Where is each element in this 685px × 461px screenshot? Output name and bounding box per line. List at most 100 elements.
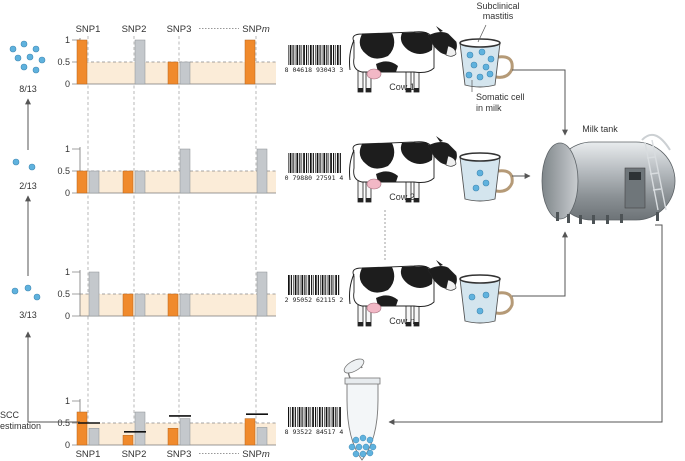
barcode-bar xyxy=(306,45,308,65)
barcode-number: 0 79880 27591 4 xyxy=(285,174,344,182)
fraction-label: 2/13 xyxy=(19,181,37,191)
barcode-bar xyxy=(289,153,292,173)
cow-udder xyxy=(366,68,382,80)
cow-hoof xyxy=(358,198,363,202)
barcode-bar xyxy=(323,45,326,65)
barcode-bar xyxy=(306,275,308,295)
barcode-bar xyxy=(338,275,340,295)
barcode-bar xyxy=(326,45,328,65)
barcode-bar xyxy=(316,45,319,65)
snp-label: SNP3 xyxy=(167,449,192,460)
barcode-bar xyxy=(297,407,298,427)
barcode-number: 2 95052 62115 2 xyxy=(285,296,344,304)
barcode-bar xyxy=(308,45,309,65)
barcode-bar xyxy=(303,153,305,173)
somatic-cell xyxy=(487,55,495,63)
cow-spot xyxy=(359,267,395,293)
y-tick-label: 0 xyxy=(65,188,70,198)
cow-hoof xyxy=(414,88,419,92)
barcode-bar xyxy=(317,407,318,427)
barcode-bar xyxy=(294,45,296,65)
snp-label: SNP1 xyxy=(76,449,101,460)
snp-panel: 10.50 xyxy=(57,267,276,321)
bucket-rim xyxy=(459,152,501,162)
barcode-bar xyxy=(328,153,330,173)
barcode-bar xyxy=(328,45,330,65)
snp-panel: 10.50 xyxy=(57,35,276,89)
somatic-cell xyxy=(466,51,474,59)
cow-spot xyxy=(376,61,398,72)
milk-bucket xyxy=(459,152,514,202)
somatic-cell xyxy=(465,71,473,79)
barcode-bar xyxy=(301,407,303,427)
sample-tube xyxy=(343,358,381,461)
barcode-bar xyxy=(339,407,341,427)
bar-orange xyxy=(244,39,256,85)
cow-ear xyxy=(436,136,443,142)
snp-label: SNP1 xyxy=(76,24,101,35)
barcode-bar xyxy=(333,275,335,295)
bar-grey xyxy=(256,427,268,446)
barcode: 2 95052 62115 2 xyxy=(285,275,344,304)
cow-hoof xyxy=(406,88,411,92)
barcode-bar xyxy=(335,275,337,295)
milk-bucket xyxy=(459,274,514,324)
barcode-bar xyxy=(288,407,290,427)
barcode-bar xyxy=(330,45,332,65)
barcode-bar xyxy=(309,153,312,173)
somatic-cell xyxy=(470,61,478,69)
cow-muzzle xyxy=(445,45,457,57)
barcode-bar xyxy=(308,153,309,173)
somatic-cell xyxy=(476,169,484,177)
y-tick-label: 1 xyxy=(65,267,70,277)
snp-header-bottom: SNP1 SNP2 SNP3 SNPm xyxy=(76,449,270,460)
bucket1-to-tank-arrow xyxy=(512,69,568,136)
cow-muzzle xyxy=(445,279,457,291)
barcode-bar xyxy=(321,45,323,65)
barcode-bar xyxy=(292,45,294,65)
cow-udder xyxy=(366,178,382,190)
bar-grey xyxy=(88,428,100,446)
bar-orange xyxy=(122,170,134,194)
bucket-handle xyxy=(495,291,514,315)
bar-grey xyxy=(134,411,146,446)
bar-orange xyxy=(76,39,88,85)
barcode-bar xyxy=(336,153,339,173)
barcode-bar xyxy=(308,275,310,295)
barcode-bar xyxy=(321,407,323,427)
barcode-bar xyxy=(332,407,335,427)
somatic-cell xyxy=(472,184,480,192)
cow-muzzle xyxy=(445,155,457,167)
cow-tail xyxy=(349,39,355,71)
milk-bucket xyxy=(459,38,514,88)
barcode-bar xyxy=(321,153,323,173)
barcode-bar xyxy=(293,275,294,295)
cow-ear xyxy=(436,26,443,32)
barcode-bar xyxy=(336,45,339,65)
barcode-bar xyxy=(288,45,289,65)
fraction-label: 3/13 xyxy=(19,310,37,320)
barcode-bar xyxy=(309,45,312,65)
snp-guides xyxy=(87,36,257,445)
bar-orange xyxy=(167,61,179,85)
cow-spot xyxy=(400,142,433,164)
y-tick-label: 0 xyxy=(65,311,70,321)
cow-label: Cow 1 xyxy=(389,82,415,92)
cell-cluster-8 xyxy=(9,40,46,74)
barcode-bar xyxy=(328,407,330,427)
barcode-bar xyxy=(296,45,299,65)
barcode-bar xyxy=(312,45,314,65)
cow-label: Cow 2 xyxy=(389,192,415,202)
cow-hoof xyxy=(358,322,363,326)
barcode-bar xyxy=(317,275,319,295)
barcode-bar xyxy=(290,275,292,295)
barcode-bar xyxy=(331,275,333,295)
barcode-bar xyxy=(315,407,317,427)
cow-hoof xyxy=(366,198,371,202)
bar-orange xyxy=(76,411,88,446)
bar-orange xyxy=(122,435,134,446)
somatic-cell xyxy=(468,293,476,301)
